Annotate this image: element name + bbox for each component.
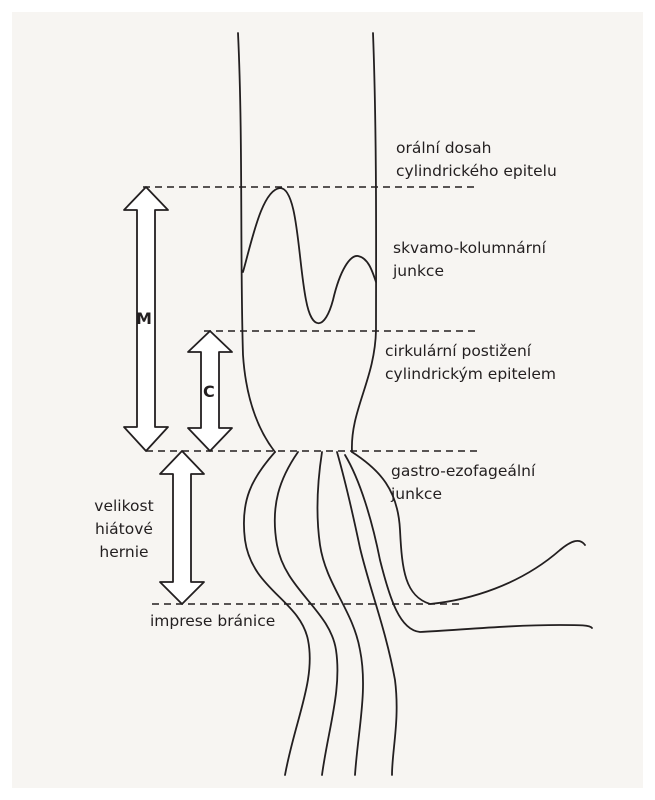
stomach-fold-4 (336, 451, 398, 776)
squamo-columnar-label-line1: skvamo-kolumnární (393, 239, 546, 257)
diaphragm-impression-label: imprese bránice (150, 612, 276, 630)
stomach-fold-2 (273, 451, 339, 776)
circular-involvement-label-line1: cirkulární postižení (385, 342, 532, 360)
esophagus-left-wall (237, 32, 276, 453)
squamo-columnar-line (242, 187, 377, 324)
arrow-c (187, 330, 233, 452)
arrow-m-label: M (136, 309, 152, 328)
hernia-size-label-line2: hiátové (95, 520, 153, 538)
gastro-esophageal-label-line2: junkce (391, 485, 442, 503)
stomach-fold-6 (344, 454, 593, 633)
stomach-fold-3 (316, 451, 364, 776)
squamo-columnar-label-line2: junkce (393, 262, 444, 280)
circular-involvement-label-line2: cylindrickým epitelem (385, 365, 557, 383)
diagram-panel (12, 12, 643, 788)
arrow-c-label: C (203, 382, 215, 401)
esophagus-right-wall (351, 32, 378, 453)
hernia-size-label-line1: velikost (94, 497, 154, 515)
oral-reach-label-line1: orální dosah (396, 139, 492, 157)
gastro-esophageal-label-line1: gastro-ezofageální (391, 462, 536, 480)
arrow-m (123, 186, 169, 452)
arrow-hernia (159, 450, 205, 605)
oral-reach-label-line2: cylindrického epitelu (396, 162, 557, 180)
hernia-size-label-line3: hernie (99, 543, 149, 561)
stomach-fold-1 (243, 451, 311, 776)
